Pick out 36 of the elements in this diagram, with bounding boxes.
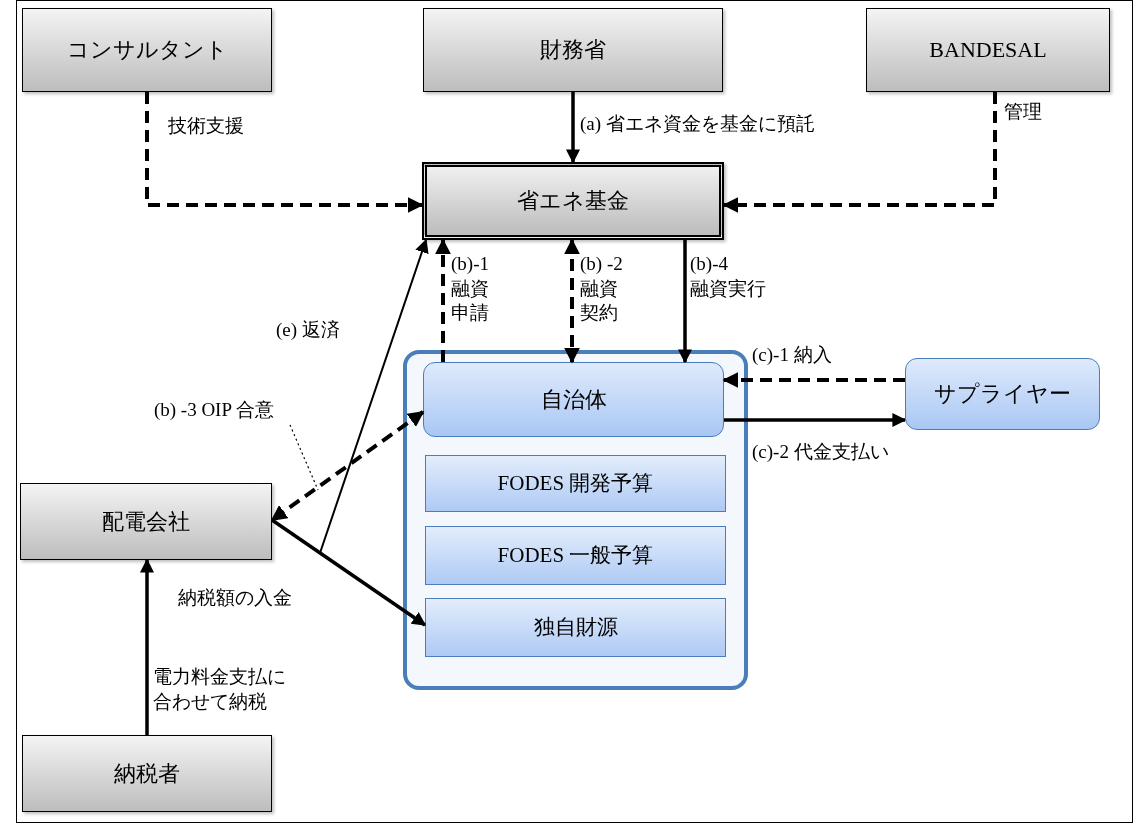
box-label: 配電会社	[101, 507, 191, 536]
entity-box	[866, 8, 1110, 92]
arrow	[145, 92, 424, 213]
leader-line	[289, 424, 319, 491]
box-label: FODES 一般予算	[496, 542, 655, 569]
box-label: 省エネ基金	[516, 187, 630, 215]
entity-box	[20, 483, 272, 560]
arrow	[270, 410, 425, 522]
box-label: 自治体	[539, 385, 608, 414]
fund-box	[422, 162, 724, 240]
arrow	[564, 238, 580, 364]
entity-box	[423, 362, 724, 437]
budget-group-panel	[403, 350, 748, 690]
entity-box	[22, 8, 272, 92]
arrow	[722, 92, 997, 213]
arrow	[678, 240, 692, 364]
box-label: FODES 開発予算	[496, 470, 655, 497]
budget-box	[425, 598, 726, 657]
arrow	[724, 413, 907, 427]
box-label: 財務省	[539, 36, 607, 64]
box-label: コンサルタント	[65, 36, 229, 64]
callout-text: (b) -3 OIP 合意	[152, 398, 276, 422]
box-label: 納税者	[113, 759, 181, 788]
arrow	[566, 92, 580, 164]
entity-box	[22, 735, 272, 812]
box-label: BANDESAL	[928, 36, 1048, 64]
budget-box	[425, 526, 726, 585]
arrow	[722, 372, 905, 388]
budget-box	[425, 455, 726, 512]
arrow	[435, 238, 451, 362]
arrow	[271, 518, 427, 627]
arrow	[140, 558, 154, 735]
entity-box	[905, 358, 1100, 430]
box-label: サプライヤー	[933, 380, 1072, 408]
box-label: 独自財源	[532, 614, 619, 641]
entity-box	[423, 8, 723, 92]
